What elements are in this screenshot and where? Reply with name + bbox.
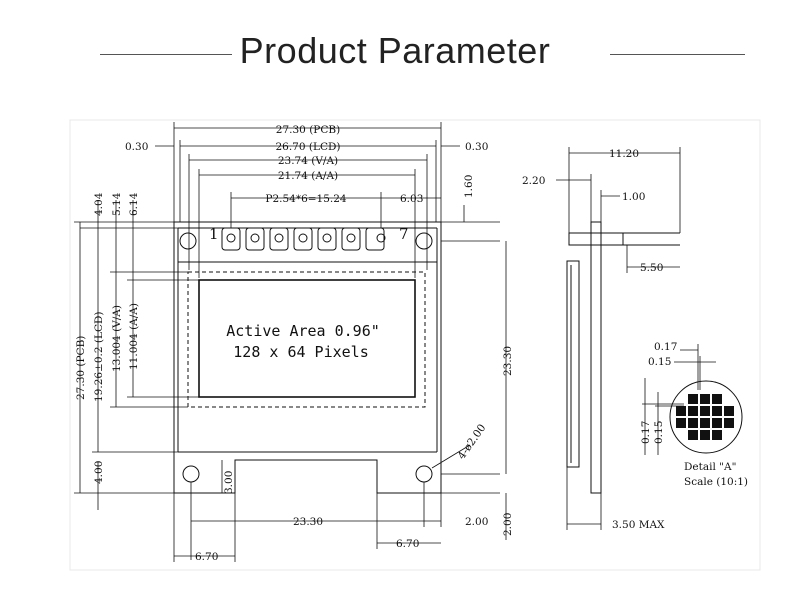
visible-area <box>187 271 426 408</box>
dim-bottom-200: 2.00 <box>502 513 514 536</box>
dim-top-514: 5.14 <box>111 192 123 216</box>
side-view <box>556 147 681 530</box>
dim-right-offset: 0.30 <box>465 141 488 153</box>
dim-pin-right: 6.03 <box>400 193 423 205</box>
dim-hole-span-v: 23.30 <box>502 346 514 376</box>
hole-bottom-left <box>182 465 200 483</box>
dim-pin-top: 1.60 <box>463 175 475 198</box>
title-rule-right <box>610 54 745 55</box>
dim-detail-v1: 0.17 <box>640 421 652 444</box>
active-area-line2: 128 x 64 Pixels <box>233 343 368 361</box>
hole-top-right <box>415 232 433 250</box>
active-area-line1: Active Area 0.96" <box>226 322 380 340</box>
detail-a <box>642 344 743 455</box>
dim-holes: 4-ø2.00 <box>456 422 489 462</box>
dim-detail-h2: 0.15 <box>648 356 671 368</box>
dim-notch-300: 3.00 <box>223 471 235 494</box>
dim-pcb-height: 27.30 (PCB) <box>75 336 87 400</box>
dim-va-width: 23.74 (V/A) <box>278 155 338 167</box>
dim-pin-pitch: P2.54*6=15.24 <box>265 193 347 205</box>
dim-aa-height: 11.004 (A/A) <box>128 303 140 370</box>
header: Product Parameter <box>0 24 790 84</box>
title-rule-left <box>100 54 232 55</box>
bottom-dimensions <box>173 444 500 562</box>
hole-bottom-right <box>415 465 433 483</box>
dim-top-614: 6.14 <box>128 192 140 216</box>
dim-left-offset: 0.30 <box>125 141 148 153</box>
dim-right-200: 2.00 <box>465 516 488 528</box>
dim-left-670: 6.70 <box>195 551 218 563</box>
drawing-frame <box>69 119 761 571</box>
dim-aa-width: 21.74 (A/A) <box>278 170 338 182</box>
page-title: Product Parameter <box>239 30 551 71</box>
dim-pcb-width: 27.30 (PCB) <box>276 124 340 136</box>
dim-side-thickness: 11.20 <box>609 148 639 160</box>
detail-label: Detail "A" <box>684 461 736 473</box>
top-dimensions <box>155 122 500 278</box>
dim-detail-v2: 0.15 <box>653 421 665 444</box>
dim-side-pin: 1.00 <box>622 191 645 203</box>
dim-side-max: 3.50 MAX <box>612 519 665 531</box>
left-dimensions <box>74 200 199 510</box>
dim-lcd-height: 19.26±0.2 (LCD) <box>93 311 105 402</box>
dim-hole-span-h: 23.30 <box>293 516 323 528</box>
pin-label-last: 7 <box>399 225 409 243</box>
pin-row <box>221 227 386 251</box>
dim-bottom-400: 4.00 <box>93 461 105 484</box>
pcb-outline <box>173 221 442 494</box>
dim-detail-h1: 0.17 <box>654 341 677 353</box>
dim-notch-670: 6.70 <box>396 538 419 550</box>
dim-side-left: 2.20 <box>522 175 545 187</box>
dim-top-404: 4.04 <box>93 192 105 216</box>
hole-top-left <box>179 232 197 250</box>
dim-side-pin-len: 5.50 <box>640 262 663 274</box>
pin-label-first: 1 <box>209 225 219 243</box>
active-area <box>198 279 416 398</box>
dim-va-height: 13.004 (V/A) <box>111 305 123 372</box>
detail-scale: Scale (10:1) <box>684 476 748 488</box>
dim-lcd-width: 26.70 (LCD) <box>275 141 340 153</box>
